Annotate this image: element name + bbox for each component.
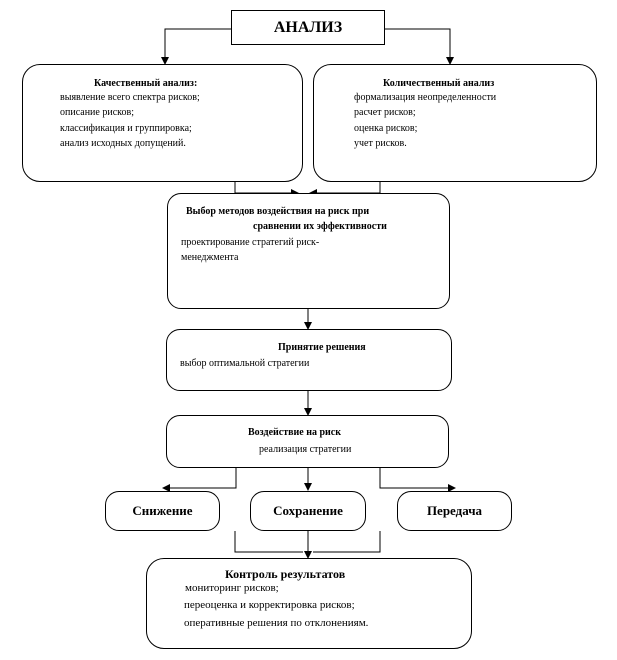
qualitative-item: выявление всего спектра рисков;	[60, 92, 200, 103]
control-item: переоценка и корректировка рисков;	[184, 599, 355, 611]
analysis-box: АНАЛИЗ	[231, 10, 385, 45]
methods-text: менеджмента	[181, 252, 239, 263]
analysis-title: АНАЛИЗ	[273, 19, 343, 36]
retention-box: Сохранение	[250, 491, 366, 531]
decision-text: выбор оптимальной стратегии	[180, 358, 310, 369]
methods-text: проектирование стратегий риск-	[181, 237, 320, 248]
impact-title: Воздействие на риск	[248, 427, 342, 438]
control-item: оперативные решения по отклонениям.	[184, 617, 369, 629]
reduction-label: Снижение	[132, 503, 193, 518]
quantitative-item: формализация неопределенности	[354, 92, 497, 103]
quantitative-item: учет рисков.	[354, 138, 407, 149]
arrow-qualitative-to-methods	[234, 181, 299, 197]
arrow-reduction-to-control	[234, 531, 303, 553]
quantitative-item: оценка рисков;	[354, 123, 418, 134]
arrow-quantitative-to-methods	[309, 181, 381, 197]
quantitative-item: расчет рисков;	[354, 107, 416, 118]
quantitative-analysis-box: Количественный анализ формализация неопр…	[313, 64, 597, 182]
qualitative-analysis-box: Качественный анализ: выявление всего спе…	[22, 64, 303, 182]
decision-box: Принятие решения выбор оптимальной страт…	[166, 329, 452, 391]
control-results-box: Контроль результатов мониторинг рисков; …	[146, 558, 472, 649]
arrow-impact-to-transfer	[379, 468, 456, 492]
methods-title: Выбор методов воздействия на риск при	[186, 206, 370, 217]
transfer-box: Передача	[397, 491, 512, 531]
decision-title: Принятие решения	[278, 342, 366, 353]
methods-title: сравнении их эффективности	[253, 221, 387, 232]
quantitative-title: Количественный анализ	[383, 78, 495, 89]
control-item: мониторинг рисков;	[185, 582, 279, 594]
methods-selection-box: Выбор методов воздействия на риск при ср…	[167, 193, 450, 309]
arrow-analysis-to-quantitative	[385, 28, 454, 65]
control-title: Контроль результатов	[225, 567, 346, 581]
risk-impact-box: Воздействие на риск реализация стратегии	[166, 415, 449, 468]
qualitative-title: Качественный анализ:	[94, 78, 198, 89]
arrow-analysis-to-qualitative	[161, 28, 231, 65]
transfer-label: Передача	[426, 503, 483, 518]
qualitative-item: анализ исходных допущений.	[60, 138, 186, 149]
qualitative-item: классификация и группировка;	[60, 123, 192, 134]
impact-text: реализация стратегии	[259, 444, 352, 455]
arrow-transfer-to-control	[313, 531, 381, 553]
qualitative-item: описание рисков;	[60, 107, 134, 118]
arrow-impact-to-reduction	[162, 468, 237, 492]
reduction-box: Снижение	[105, 491, 220, 531]
retention-label: Сохранение	[273, 503, 343, 518]
